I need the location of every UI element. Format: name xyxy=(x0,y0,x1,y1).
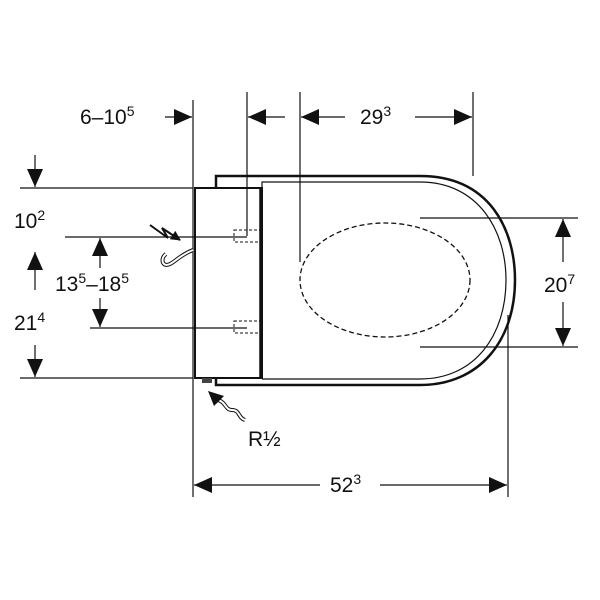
dim-height: 214 xyxy=(14,309,45,335)
electrical-lightning-icon xyxy=(149,224,181,241)
dim-wall-distance: 6–105 xyxy=(80,103,135,129)
dim-total-length: 523 xyxy=(330,471,361,497)
dim-seat-depth: 293 xyxy=(360,103,391,129)
water-connection-label: R½ xyxy=(248,428,281,451)
dim-connector-range: 135–185 xyxy=(55,270,129,296)
seat-opening-dashed xyxy=(299,222,471,338)
mount-bracket-lower xyxy=(233,320,261,334)
dim-top-offset: 102 xyxy=(14,207,45,233)
dim-seat-width: 207 xyxy=(544,271,575,297)
lid-outline xyxy=(261,181,507,380)
water-connector xyxy=(202,378,212,383)
seat-outline xyxy=(214,174,517,387)
control-unit-box xyxy=(194,187,263,379)
